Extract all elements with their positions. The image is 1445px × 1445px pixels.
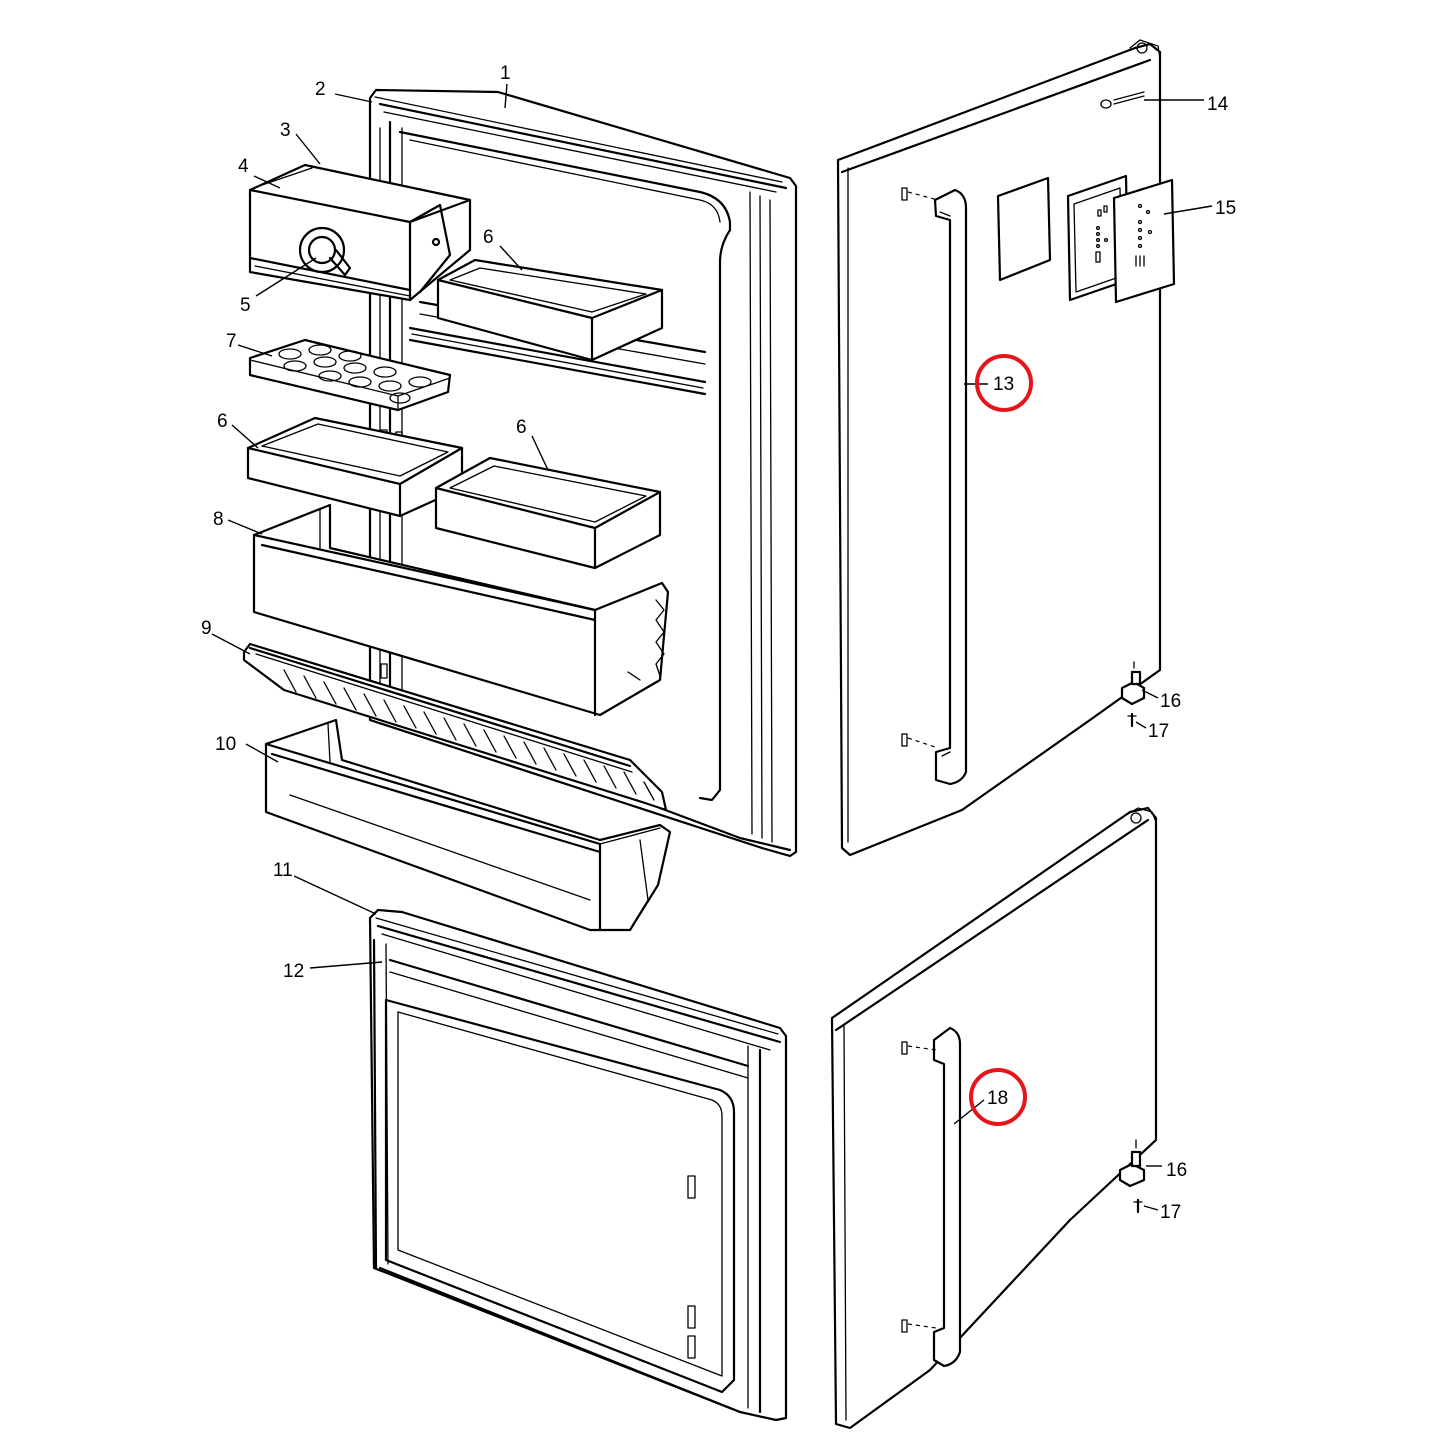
callout-18: 18 — [987, 1088, 1008, 1109]
highlight-rings — [969, 354, 1033, 1126]
callout-16-lower: 16 — [1166, 1160, 1187, 1181]
callout-13: 13 — [993, 374, 1014, 395]
callout-1: 1 — [500, 63, 511, 84]
callout-10: 10 — [215, 734, 236, 755]
callout-2: 2 — [315, 79, 326, 100]
fridge-outer-door — [836, 39, 1176, 857]
callout-8: 8 — [213, 509, 224, 530]
freezer-door-liner — [368, 908, 788, 1422]
door-bin-top — [436, 258, 664, 362]
callout-17-upper: 17 — [1148, 721, 1169, 742]
door-bin-bottom — [264, 718, 672, 932]
callout-15: 15 — [1215, 198, 1236, 219]
callout-14: 14 — [1207, 94, 1229, 115]
callout-16-upper: 16 — [1160, 691, 1181, 712]
callout-6-right: 6 — [516, 417, 527, 438]
callout-12: 12 — [283, 961, 304, 982]
callout-3: 3 — [280, 120, 291, 141]
highlight-ring-13 — [975, 354, 1033, 412]
callout-labels: 1 2 3 4 5 6 6 6 7 8 9 10 11 12 13 14 15 … — [201, 63, 1236, 1223]
door-shelf-large — [252, 503, 670, 717]
callout-4: 4 — [238, 156, 249, 177]
door-bin-middle-right — [434, 456, 662, 570]
highlight-ring-18 — [969, 1068, 1027, 1126]
callout-5: 5 — [240, 295, 251, 316]
door-bin-middle-left — [246, 416, 464, 518]
callout-17-lower: 17 — [1160, 1202, 1181, 1223]
egg-tray — [248, 338, 452, 412]
callout-7: 7 — [226, 331, 237, 352]
callout-9: 9 — [201, 618, 212, 639]
callout-6-left: 6 — [217, 411, 228, 432]
door-louvre-strip — [242, 642, 668, 812]
freezer-outer-door — [830, 806, 1158, 1430]
leader-lines — [211, 83, 1213, 1211]
dairy-compartment — [248, 163, 472, 302]
callout-6-top: 6 — [483, 227, 494, 248]
callout-11: 11 — [273, 860, 293, 881]
